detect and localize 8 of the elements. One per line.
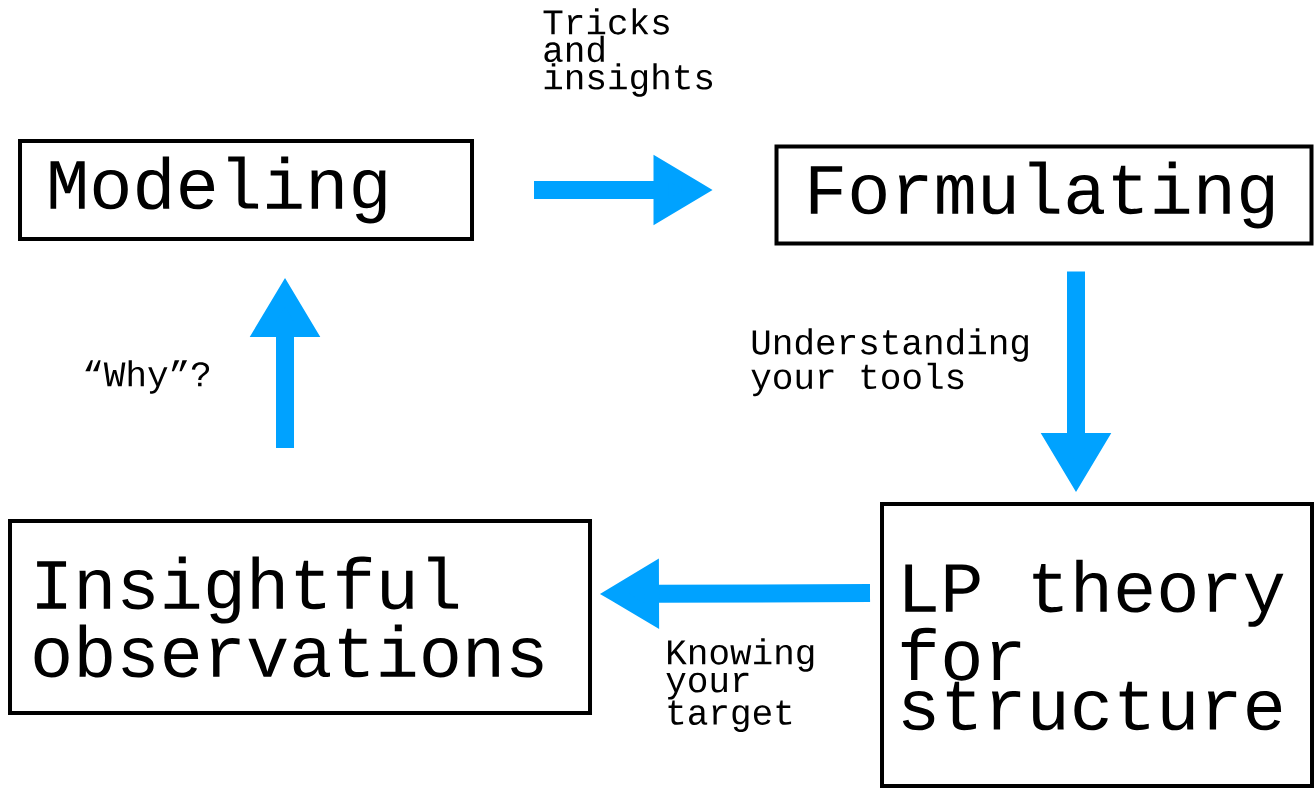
text-box: Formulating — [774, 144, 1314, 246]
text-box: Insightful observations — [8, 519, 592, 715]
edge-label: Understanding your tools — [751, 328, 1028, 397]
text-box: Modeling — [18, 139, 474, 241]
edge-label: “Why”? — [85, 360, 210, 394]
edge-label: Tricks and insights — [543, 8, 713, 97]
edge-label: Knowing your target — [666, 638, 814, 732]
text-box: LP theory for structure — [880, 502, 1314, 788]
